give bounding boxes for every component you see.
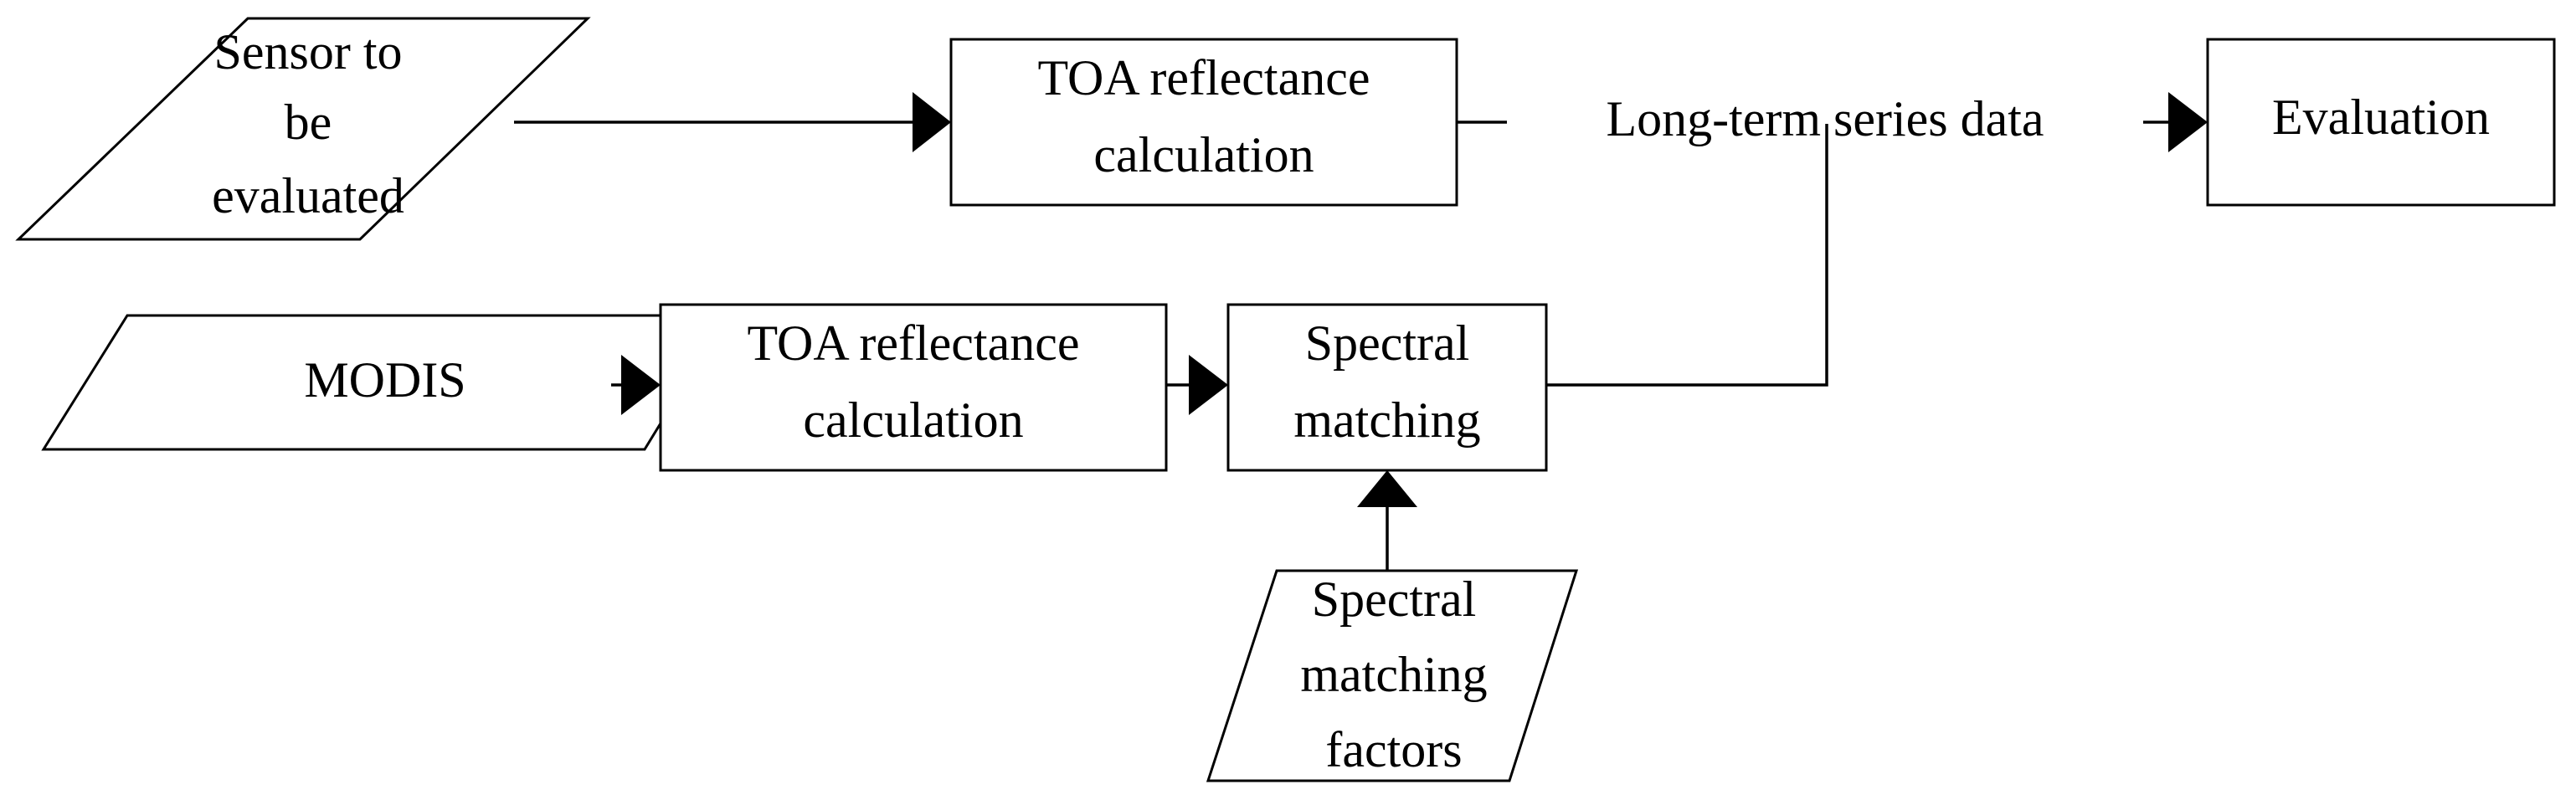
parallelogram-shape-modis	[44, 315, 727, 449]
node-label-spectral-matching-line1: Spectral	[1305, 315, 1470, 371]
arrowhead-toa-bottom-to-spectral-matching	[1189, 355, 1228, 415]
node-label-spectral-matching-line2: matching	[1293, 392, 1480, 448]
edge-sensor-to-toa-top	[514, 92, 951, 152]
edge-factors-to-spectral-matching	[1357, 470, 1417, 571]
edge-toa-bottom-to-spectral-matching	[1166, 355, 1228, 415]
node-evaluation[interactable]: Evaluation	[2208, 39, 2554, 205]
node-label-toa-bottom-line1: TOA reflectance	[747, 315, 1079, 371]
arrowhead-sensor-to-toa-top	[913, 92, 951, 152]
rect-shape-toa-top	[951, 39, 1457, 205]
node-label-factors-line1: Spectral	[1312, 572, 1477, 627]
node-label-factors-line2: matching	[1300, 647, 1487, 702]
node-label-toa-top-line1: TOA reflectance	[1037, 50, 1370, 105]
node-spectral-matching[interactable]: Spectral matching	[1228, 305, 1546, 470]
edge-spectral-matching-to-series-line	[1546, 124, 1828, 387]
node-label-sensor-line2: be	[285, 95, 332, 150]
node-label-toa-bottom-line2: calculation	[803, 392, 1023, 448]
node-sensor-to-be-evaluated[interactable]: Sensor to be evaluated	[18, 18, 588, 239]
edge-toa-top-to-evaluation: Long-term series data	[1457, 84, 2208, 161]
edge-modis-to-toa-bottom	[611, 355, 661, 415]
rect-shape-toa-bottom	[661, 305, 1166, 470]
parallelogram-shape-factors	[1208, 571, 1576, 781]
edge-label-backdrop	[1507, 84, 2143, 161]
node-label-evaluation: Evaluation	[2272, 90, 2490, 145]
node-modis[interactable]: MODIS	[44, 315, 727, 449]
node-label-factors-line3: factors	[1325, 722, 1462, 777]
node-toa-reflectance-calculation-top[interactable]: TOA reflectance calculation	[951, 39, 1457, 205]
node-label-toa-top-line2: calculation	[1093, 127, 1314, 182]
edge-line-spectral-matching-to-series-line	[1546, 124, 1828, 387]
parallelogram-shape-sensor	[18, 18, 588, 239]
edge-label-long-term-series-data: Long-term series data	[1606, 91, 2044, 146]
node-label-sensor-line3: evaluated	[212, 168, 404, 223]
node-spectral-matching-factors[interactable]: Spectral matching factors	[1208, 571, 1576, 781]
arrowhead-modis-to-toa-bottom	[621, 355, 661, 415]
node-label-modis: MODIS	[304, 352, 465, 408]
rect-shape-spectral-matching	[1228, 305, 1546, 470]
node-label-sensor-line1: Sensor to	[214, 24, 403, 79]
arrowhead-toa-top-to-evaluation	[2168, 92, 2208, 152]
node-toa-reflectance-calculation-bottom[interactable]: TOA reflectance calculation	[661, 305, 1166, 470]
rect-shape-evaluation	[2208, 39, 2554, 205]
arrowhead-factors-to-spectral-matching	[1357, 470, 1417, 507]
